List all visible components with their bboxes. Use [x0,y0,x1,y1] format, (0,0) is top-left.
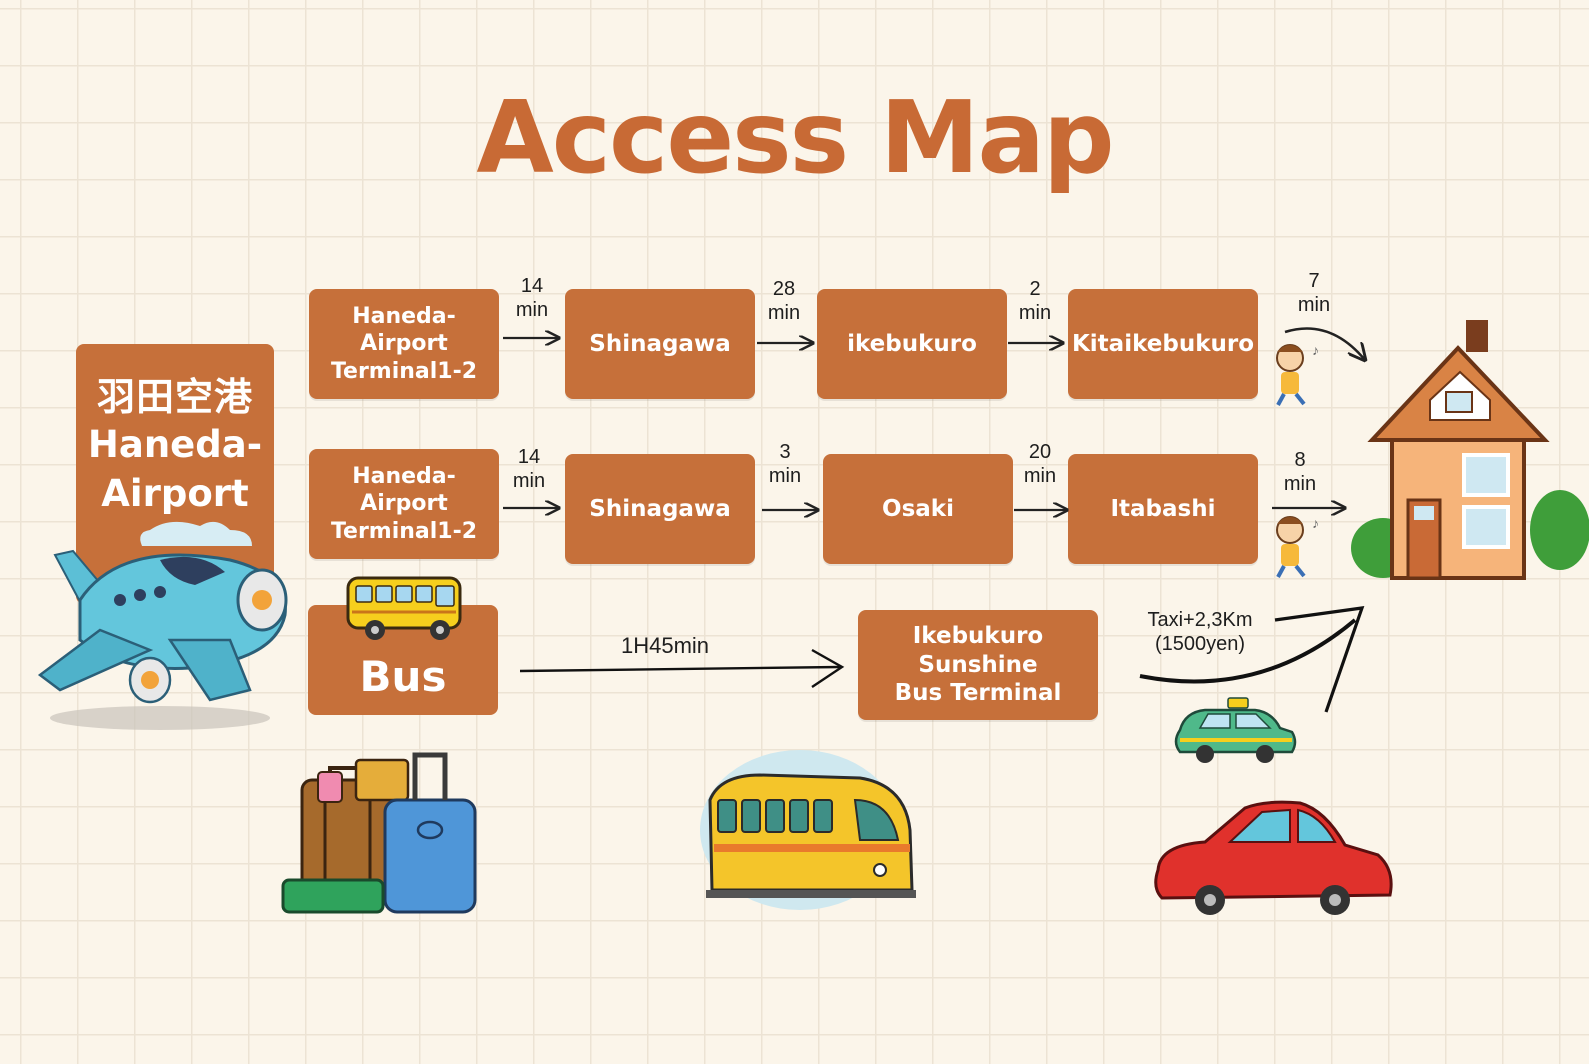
route2-time-2-value: 3 [779,441,791,463]
airplane-icon [37,521,288,730]
route1-time-4-unit: min [1297,294,1331,316]
route2-station-4: Itabashi [1068,454,1258,564]
airport-box: 羽田空港 Haneda- Airport [76,344,274,604]
route2-time-1-value: 14 [517,446,541,468]
route2-station-2: Shinagawa [565,454,755,564]
route1-time-2-unit: min [767,302,801,324]
route1-station-2-label: Shinagawa [589,330,731,357]
luggage-icon [281,752,477,914]
route1-station-3-label: ikebukuro [847,330,977,357]
route2-station-2-label: Shinagawa [589,495,731,522]
red-car-icon [1154,800,1393,915]
walking-child-icon: ♪ [1276,342,1319,406]
house-icon [1351,320,1589,580]
route2-time-4-value: 8 [1294,449,1306,471]
route2-time-2-unit: min [768,465,802,487]
route1-time-1-value: 14 [520,275,544,297]
svg-text:♪: ♪ [1312,342,1319,358]
bus-duration: 1H45min [620,633,710,658]
airport-name-en-1: Haneda- [87,423,263,466]
airport-name-jp: 羽田空港 [96,375,253,419]
route2-time-3-unit: min [1023,465,1057,487]
bus-terminal-line1: Ikebukuro Sunshine [912,622,1044,678]
svg-text:♪: ♪ [1312,515,1319,531]
arrow-r1-4 [1284,327,1365,361]
bus-terminal-line2: Bus Terminal [894,680,1062,707]
route1-station-4: Kitaikebukuro [1068,289,1258,399]
route1-station-4-label: Kitaikebukuro [1071,330,1255,357]
arrow-bus [519,665,841,673]
taxi-line1: Taxi+2,3Km [1147,609,1253,631]
airport-name-en-2: Airport [101,471,249,515]
route1-time-3-unit: min [1018,302,1052,324]
route2-station-1-line1: Haneda-Airport [352,463,456,517]
route1-station-1-line2: Terminal1-2 [330,358,478,384]
route1-station-3: ikebukuro [817,289,1007,399]
page-title: Access Map [476,79,1114,196]
route2-station-1-line2: Terminal1-2 [330,518,478,544]
taxi-line2: (1500yen) [1154,633,1246,655]
walking-child-icon: ♪ [1276,515,1319,578]
bus-icon [346,576,462,640]
route1-station-1-line1: Haneda-Airport [352,303,456,357]
arrow-taxi [1139,618,1357,684]
route1-time-1-unit: min [515,299,549,321]
bus-label: Bus [359,652,447,701]
route1-time-4-value: 7 [1308,270,1320,292]
route2-time-1-unit: min [512,470,546,492]
taxi-label: Taxi+2,3Km(1500yen) [1135,608,1265,656]
route2-station-3-label: Osaki [882,495,954,522]
train-icon [700,750,916,910]
route2-station-3: Osaki [823,454,1013,564]
route2-station-4-label: Itabashi [1110,495,1216,522]
route2-time-4-unit: min [1283,473,1317,495]
route1-time-2-value: 28 [772,278,796,300]
route1-station-2: Shinagawa [565,289,755,399]
route1-time-3-value: 2 [1029,278,1041,300]
taxi-icon [1174,697,1297,763]
route2-time-3-value: 20 [1028,441,1052,463]
